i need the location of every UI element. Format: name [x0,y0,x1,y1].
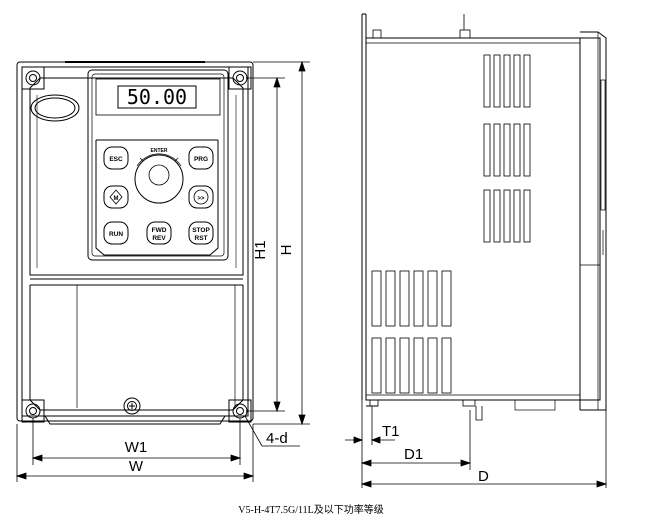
front-view [16,61,254,425]
side-view [361,13,607,421]
m-label: M [114,196,119,202]
prg-button[interactable] [188,146,214,170]
keypad-panel [87,69,229,261]
mounting-hole-top-left [21,66,45,90]
shift-circle-icon [193,189,209,205]
rst-label: RST [195,235,208,242]
display-readout: 50.00 [127,85,187,109]
w-label: W [129,458,144,475]
upper-vent-slots [483,54,531,243]
run-button[interactable] [103,221,129,245]
display-window [117,85,197,109]
h1-label: H1 [252,240,269,259]
m-button[interactable] [103,185,129,209]
rotary-knob[interactable] [134,154,184,204]
enter-label: ENTER [151,148,168,154]
front-dimensions [15,60,310,482]
esc-button[interactable] [103,146,129,170]
drawing-caption: V5-H-4T7.5G/11L及以下功率等级 [238,503,383,516]
shift-button[interactable] [188,185,214,209]
hole-label: 4-d [266,430,288,447]
shift-label: >> [197,196,205,202]
side-body [365,37,601,401]
stop-rst-button[interactable] [188,221,214,245]
m-diamond-icon [109,189,123,205]
stop-label: STOP [192,227,210,234]
esc-label: ESC [109,156,123,163]
side-dimensions [345,400,608,488]
logo-badge [30,94,80,122]
fwd-label: FWD [152,227,167,234]
h-label: H [278,245,295,256]
lower-vent-slots [371,270,452,394]
rev-label: REV [152,235,166,242]
run-label: RUN [109,231,123,238]
fwd-rev-button[interactable] [146,221,172,245]
front-inner-frame [21,66,249,417]
prg-label: PRG [194,156,208,163]
bottom-screw-icon [123,397,141,415]
d1-label: D1 [404,446,423,463]
t1-label: T1 [382,423,400,440]
d-label: D [478,468,489,485]
w1-label: W1 [125,439,148,456]
